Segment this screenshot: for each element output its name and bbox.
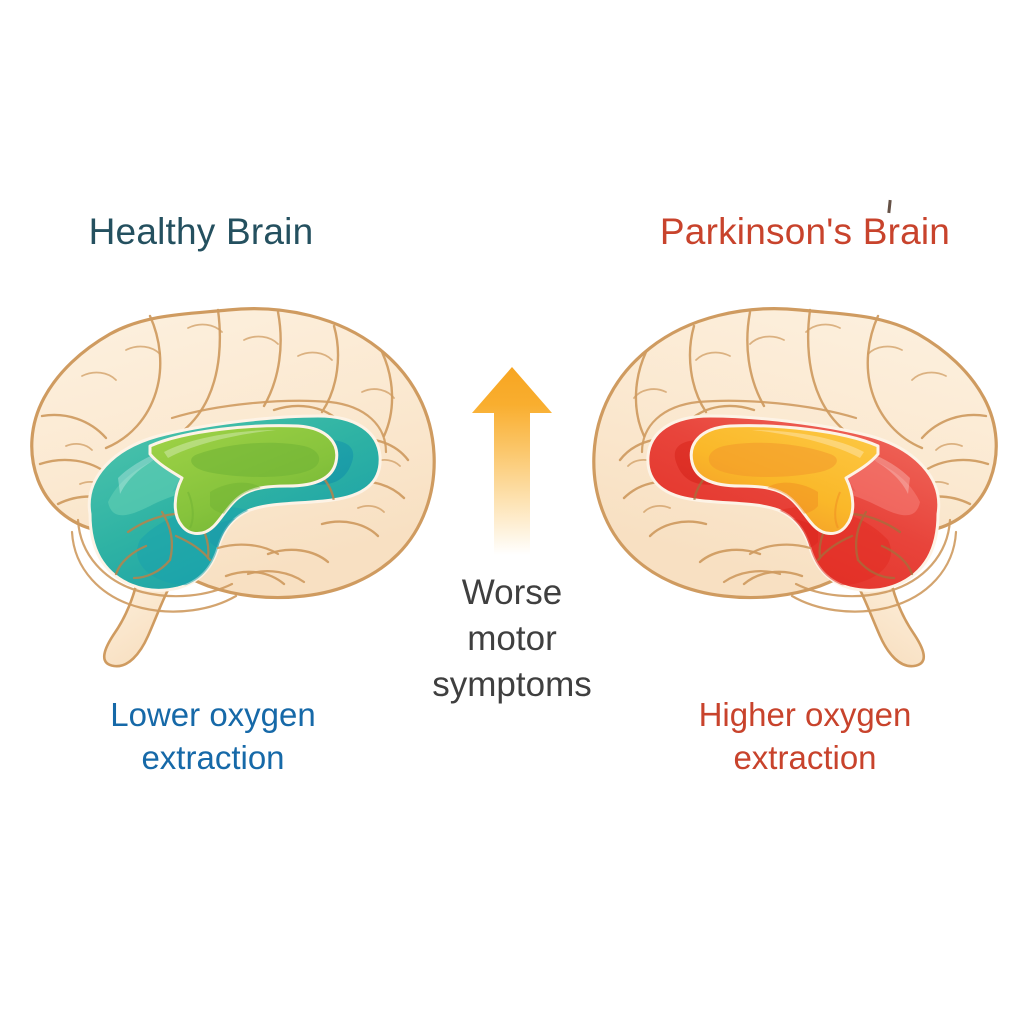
parkinsons-caption-line2: extraction xyxy=(733,738,877,776)
healthy-brain-panel: Healthy Brain xyxy=(0,0,470,1024)
parkinsons-brain-illustration xyxy=(586,296,1006,668)
parkinsons-brain-panel: Parkinson's Brain xyxy=(570,0,1024,1024)
parkinsons-brain-caption: Higher oxygen extraction xyxy=(578,694,1024,780)
healthy-brain-illustration xyxy=(22,296,442,668)
up-arrow-icon xyxy=(468,365,556,557)
sulci-detail xyxy=(65,323,401,513)
healthy-caption-line2: extraction xyxy=(141,738,285,776)
callosum-arcs xyxy=(640,399,958,613)
parkinsons-caption-line1: Higher oxygen xyxy=(698,696,912,733)
healthy-brain-caption: Lower oxygen extraction xyxy=(0,694,448,780)
arrow-shape xyxy=(472,367,552,555)
caudate-nucleus-region xyxy=(689,424,880,535)
healthy-brain-svg xyxy=(30,307,436,668)
up-arrow-svg xyxy=(472,367,552,555)
healthy-caption-line1: Lower oxygen xyxy=(110,696,316,733)
center-caption-line3: symptoms xyxy=(432,665,592,705)
center-column: Worse motor symptoms xyxy=(400,360,624,720)
center-caption: Worse motor symptoms xyxy=(400,570,624,709)
healthy-brain-title: Healthy Brain xyxy=(88,211,314,252)
lower-sulci xyxy=(722,543,812,584)
parkinsons-brain-svg xyxy=(592,307,998,668)
center-caption-line1: Worse xyxy=(461,573,563,612)
center-caption-line2: motor xyxy=(467,619,557,659)
parkinsons-brain-title: Parkinson's Brain xyxy=(659,211,951,252)
callosum-arcs xyxy=(70,399,388,613)
lower-sulci xyxy=(216,543,306,584)
